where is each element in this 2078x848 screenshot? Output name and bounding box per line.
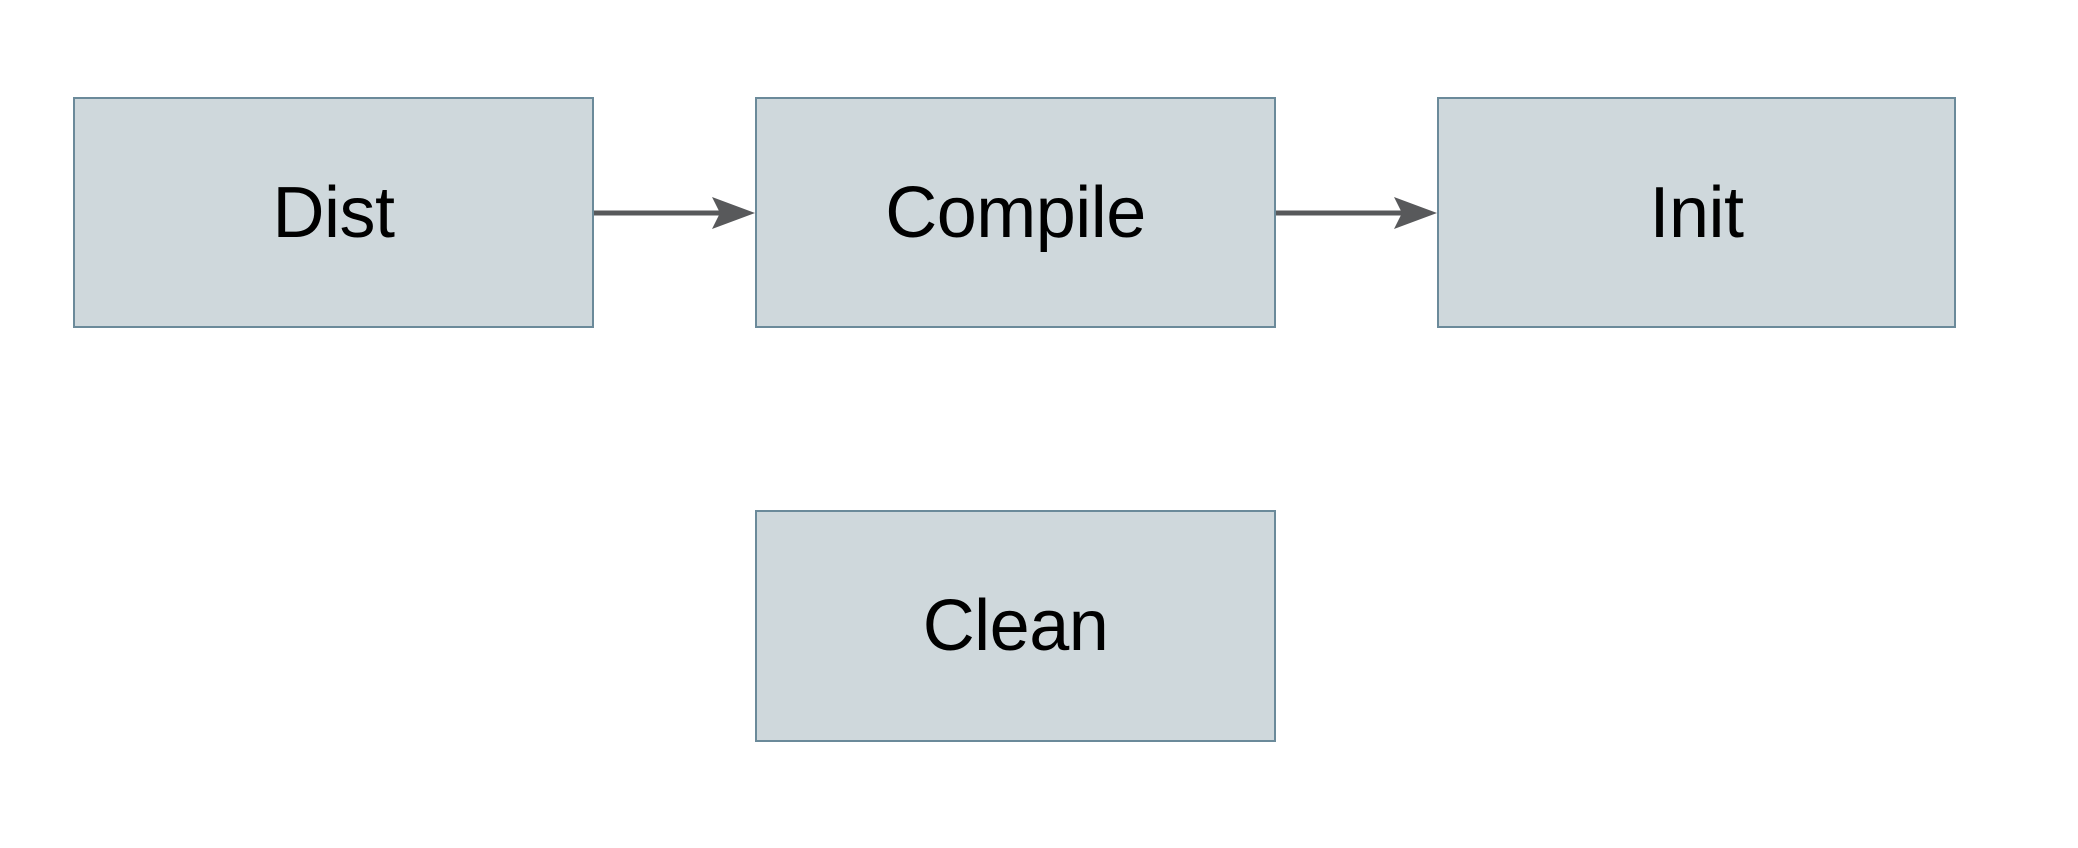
node-dist[interactable]: Dist bbox=[73, 97, 594, 328]
edge-dist-to-compile bbox=[594, 197, 755, 229]
node-compile-label: Compile bbox=[885, 172, 1146, 253]
arrowhead-icon-compile-to-init bbox=[1394, 197, 1437, 229]
node-dist-label: Dist bbox=[272, 172, 396, 253]
node-compile[interactable]: Compile bbox=[755, 97, 1276, 328]
node-init[interactable]: Init bbox=[1437, 97, 1956, 328]
arrowhead-icon-dist-to-compile bbox=[712, 197, 755, 229]
node-clean[interactable]: Clean bbox=[755, 510, 1276, 742]
node-init-label: Init bbox=[1649, 172, 1744, 253]
edge-compile-to-init bbox=[1276, 197, 1437, 229]
node-clean-label: Clean bbox=[922, 586, 1109, 666]
